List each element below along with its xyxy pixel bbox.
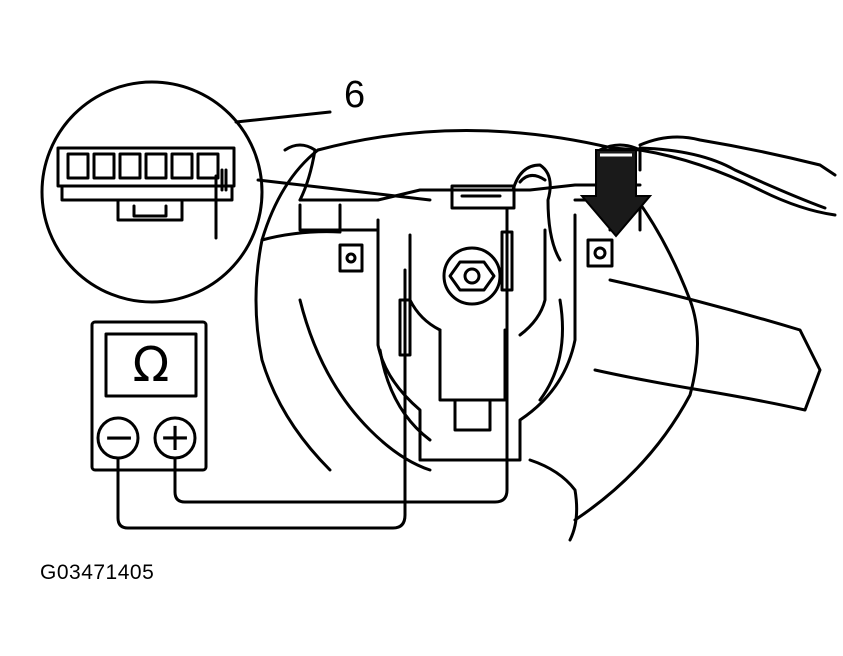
- airbag-connector: [450, 184, 516, 210]
- wheel-spoke-left: [260, 230, 342, 242]
- center-nut-hex: [448, 260, 496, 292]
- probe-left: [398, 298, 412, 357]
- detail-probe: [210, 174, 222, 240]
- hub-mount-left: [298, 203, 380, 232]
- column-side-left: [378, 348, 432, 442]
- center-nut-bolt: [463, 267, 481, 285]
- wheel-rim-top: [316, 129, 837, 217]
- magnifier-circle: [40, 80, 264, 304]
- callout-number: 6: [344, 74, 366, 116]
- down-arrow-icon: [579, 149, 653, 238]
- hub-inner-left: [408, 233, 442, 332]
- hand-left: [283, 143, 317, 202]
- connector-wire: [511, 163, 562, 262]
- center-nut-outer: [442, 246, 502, 306]
- lead-positive: [173, 288, 509, 504]
- probe-right: [500, 230, 514, 292]
- positive-terminal-label: +: [159, 415, 191, 459]
- hand-right: [638, 135, 837, 177]
- magnifier-pointer: [234, 110, 432, 202]
- wheel-rim-left: [254, 148, 332, 472]
- ohmmeter-positive-terminal: [153, 416, 197, 460]
- mount-tab-right: [586, 238, 614, 268]
- wheel-rim-inner-right: [573, 188, 699, 522]
- ohmmeter-display: [104, 332, 198, 398]
- mount-tab-left: [338, 243, 364, 273]
- wheel-bottom-right: [528, 458, 579, 542]
- figure-id: G03471405: [40, 561, 155, 584]
- wheel-lower-left: [298, 298, 432, 472]
- ohm-symbol: Ω: [132, 337, 170, 393]
- ohmmeter-body: [90, 320, 208, 472]
- hand-right-finger: [598, 143, 642, 172]
- hub-frame: [376, 213, 577, 462]
- wheel-rim-right: [638, 146, 827, 210]
- hub-inner-right: [518, 228, 547, 337]
- lower-bracket: [453, 398, 492, 432]
- ohmmeter-negative-terminal: [96, 416, 140, 460]
- wheel-spoke-right: [593, 278, 822, 412]
- column-side-right: [538, 298, 564, 402]
- detail-connector-body: [56, 146, 236, 188]
- lower-column: [438, 328, 507, 402]
- negative-terminal-label: −: [103, 415, 135, 459]
- lead-negative: [116, 353, 407, 530]
